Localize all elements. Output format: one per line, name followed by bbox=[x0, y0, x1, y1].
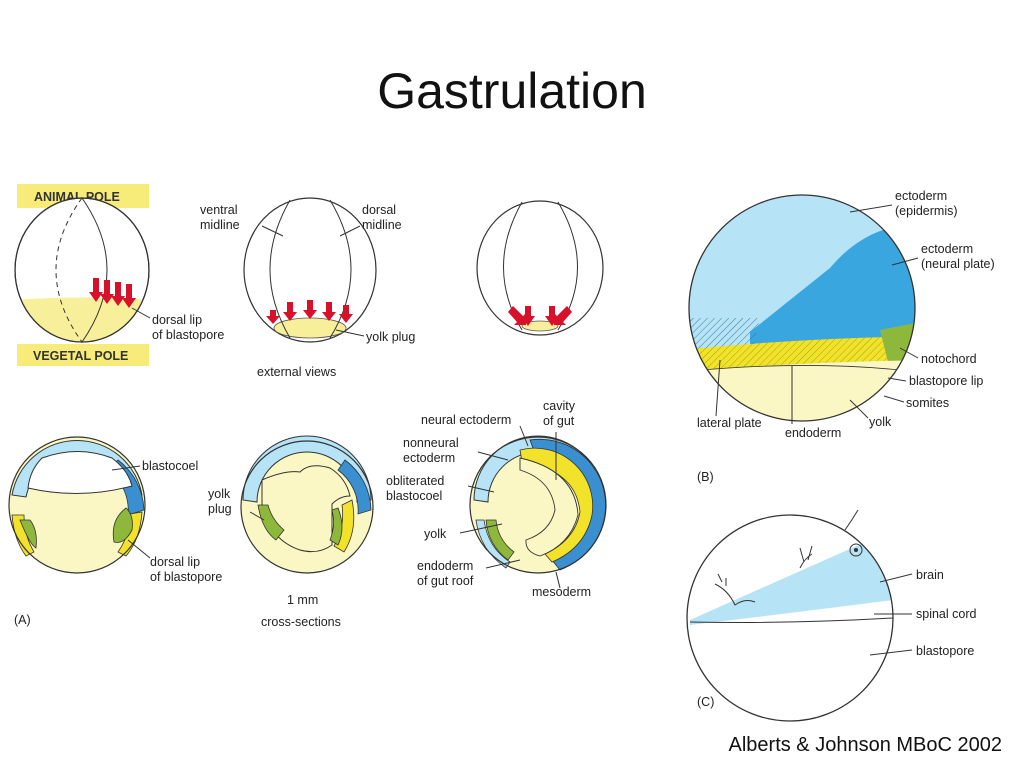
yolk-plug-bottom-label-1: yolk bbox=[208, 487, 231, 501]
cross-section-2: yolk plug 1 mm cross-sections bbox=[208, 435, 374, 629]
blastopore-label: blastopore bbox=[916, 644, 974, 658]
neural-region bbox=[690, 540, 893, 625]
external-view-3 bbox=[476, 200, 604, 336]
nonneural-ectoderm-label-2: ectoderm bbox=[403, 451, 455, 465]
yolk-label-a: yolk bbox=[424, 527, 447, 541]
dorsal-midline-label-1: dorsal bbox=[362, 203, 396, 217]
vegetal-pole-banner bbox=[17, 344, 149, 366]
brain-label: brain bbox=[916, 568, 944, 582]
ectoderm-epidermis-label-1: ectoderm bbox=[895, 189, 947, 203]
invagination-arrows-1 bbox=[89, 278, 136, 308]
panel-c-letter: (C) bbox=[697, 695, 714, 709]
panel-a-letter: (A) bbox=[14, 613, 31, 627]
mesoderm-label: mesoderm bbox=[532, 585, 591, 599]
blastocoel-label: blastocoel bbox=[142, 459, 198, 473]
blastopore-lip-label: blastopore lip bbox=[909, 374, 983, 388]
slide-title: Gastrulation bbox=[377, 63, 647, 119]
cavity-of-gut-label-2: of gut bbox=[543, 414, 575, 428]
dorsal-midline-label-2: midline bbox=[362, 218, 402, 232]
vegetal-pole-label: VEGETAL POLE bbox=[33, 349, 128, 363]
panel-b-letter: (B) bbox=[697, 470, 714, 484]
cross-section-3: cavity of gut neural ectoderm nonneural … bbox=[386, 399, 607, 599]
dorsal-lip-label-1: dorsal lip bbox=[152, 313, 202, 327]
blastocoel-cavity bbox=[27, 451, 133, 495]
ectoderm-epidermis-label-2: (epidermis) bbox=[895, 204, 958, 218]
invagination-arrows-3 bbox=[508, 306, 572, 326]
neural-plate-region bbox=[750, 223, 915, 360]
panel-b: ectoderm (epidermis) ectoderm (neural pl… bbox=[688, 189, 995, 484]
spinal-cord-label: spinal cord bbox=[916, 607, 976, 621]
ventral-midline-label-1: ventral bbox=[200, 203, 238, 217]
neural-ectoderm-label: neural ectoderm bbox=[421, 413, 511, 427]
somites-label: somites bbox=[906, 396, 949, 410]
endoderm-gut-roof-label-2: of gut roof bbox=[417, 574, 474, 588]
meridian-line bbox=[55, 197, 83, 343]
endoderm-label-b: endoderm bbox=[785, 426, 841, 440]
yolk-plug-label: yolk plug bbox=[366, 330, 415, 344]
external-view-2: ventral midline dorsal midline yolk plug… bbox=[200, 197, 415, 379]
lateral-plate-label: lateral plate bbox=[697, 416, 762, 430]
obliterated-blastocoel-label-2: blastocoel bbox=[386, 489, 442, 503]
ectoderm-neural-plate-label-2: (neural plate) bbox=[921, 257, 995, 271]
external-views-caption: external views bbox=[257, 365, 336, 379]
dorsal-lip-bottom-label-2: of blastopore bbox=[150, 570, 222, 584]
invagination-arrows-2 bbox=[266, 300, 353, 324]
dorsal-lip-bottom-label-1: dorsal lip bbox=[150, 555, 200, 569]
notochord-label: notochord bbox=[921, 352, 977, 366]
scale-label: 1 mm bbox=[287, 593, 318, 607]
endoderm-gut-roof-label-1: endoderm bbox=[417, 559, 473, 573]
citation: Alberts & Johnson MBoC 2002 bbox=[728, 734, 1003, 756]
obliterated-blastocoel-label-1: obliterated bbox=[386, 474, 444, 488]
panel-c: brain spinal cord blastopore (C) bbox=[686, 509, 976, 722]
ventral-midline-label-2: midline bbox=[200, 218, 240, 232]
yolk-plug-bottom-label-2: plug bbox=[208, 502, 232, 516]
cavity-of-gut-label-1: cavity bbox=[543, 399, 576, 413]
nonneural-ectoderm-label-1: nonneural bbox=[403, 436, 459, 450]
cross-section-1: blastocoel dorsal lip of blastopore (A) bbox=[8, 436, 222, 627]
external-view-1: ANIMAL POLE VEGETAL POLE dorsal lip of b… bbox=[14, 184, 224, 366]
ectoderm-neural-plate-label-1: ectoderm bbox=[921, 242, 973, 256]
yolk-label-b: yolk bbox=[869, 415, 892, 429]
cross-sections-caption: cross-sections bbox=[261, 615, 341, 629]
dorsal-lip-label-2: of blastopore bbox=[152, 328, 224, 342]
